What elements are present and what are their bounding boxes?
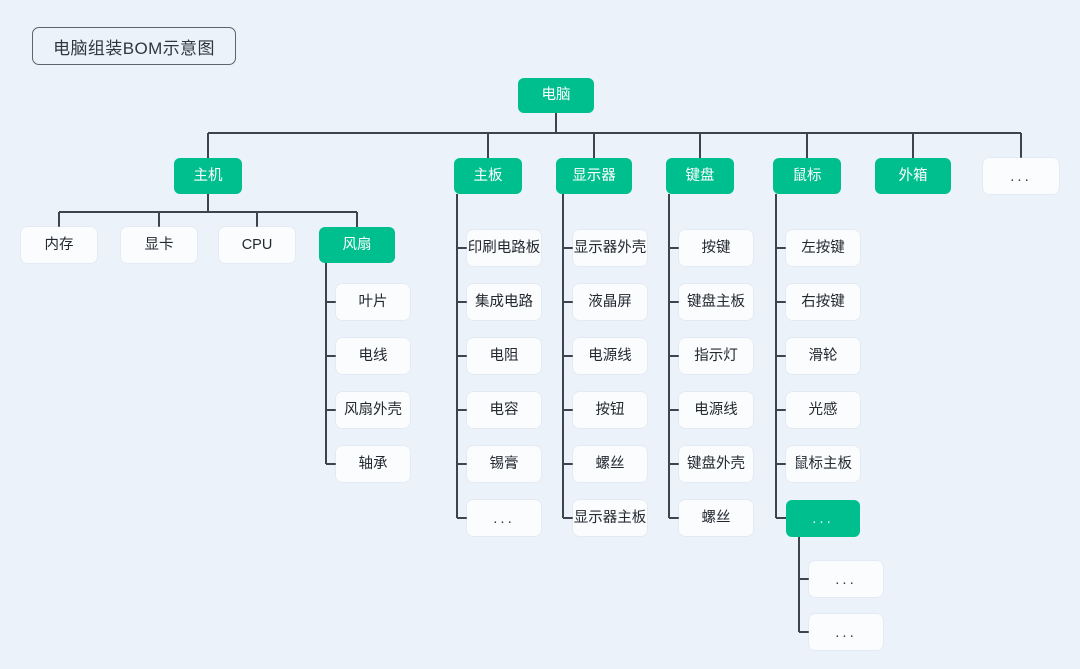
node-mouse-left-button[interactable]: 左按键 [786, 230, 860, 266]
node-host[interactable]: 主机 [174, 158, 242, 194]
node-keyboard[interactable]: 键盘 [666, 158, 734, 194]
node-keyboard-board[interactable]: 键盘主板 [679, 284, 753, 320]
node-mouse-more-child-2[interactable]: ... [809, 614, 883, 650]
node-monitor-screw[interactable]: 螺丝 [573, 446, 647, 482]
node-mainboard-resistor[interactable]: 电阻 [467, 338, 541, 374]
node-monitor[interactable]: 显示器 [556, 158, 632, 194]
node-mainboard-capacitor[interactable]: 电容 [467, 392, 541, 428]
node-mouse-more-child-1[interactable]: ... [809, 561, 883, 597]
node-monitor-board[interactable]: 显示器主板 [573, 500, 647, 536]
node-mouse-right-button[interactable]: 右按键 [786, 284, 860, 320]
node-monitor-power-cable[interactable]: 电源线 [573, 338, 647, 374]
node-mainboard-pcb[interactable]: 印刷电路板 [467, 230, 541, 266]
node-mainboard[interactable]: 主板 [454, 158, 522, 194]
node-mouse-wheel[interactable]: 滑轮 [786, 338, 860, 374]
node-mouse-sensor[interactable]: 光感 [786, 392, 860, 428]
node-root-computer[interactable]: 电脑 [518, 78, 594, 113]
node-cpu[interactable]: CPU [219, 227, 295, 263]
node-fan-shell[interactable]: 风扇外壳 [336, 392, 410, 428]
node-fan-bearing[interactable]: 轴承 [336, 446, 410, 482]
node-memory[interactable]: 内存 [21, 227, 97, 263]
node-keyboard-keys[interactable]: 按键 [679, 230, 753, 266]
node-monitor-lcd[interactable]: 液晶屏 [573, 284, 647, 320]
node-level1-more[interactable]: ... [983, 158, 1059, 194]
node-mainboard-more[interactable]: ... [467, 500, 541, 536]
node-fan[interactable]: 风扇 [319, 227, 395, 263]
node-mouse-board[interactable]: 鼠标主板 [786, 446, 860, 482]
node-mainboard-solder[interactable]: 锡膏 [467, 446, 541, 482]
node-keyboard-shell[interactable]: 键盘外壳 [679, 446, 753, 482]
node-keyboard-power-cable[interactable]: 电源线 [679, 392, 753, 428]
node-monitor-button[interactable]: 按钮 [573, 392, 647, 428]
node-keyboard-screw[interactable]: 螺丝 [679, 500, 753, 536]
page-title: 电脑组装BOM示意图 [32, 27, 236, 65]
node-mainboard-ic[interactable]: 集成电路 [467, 284, 541, 320]
node-mouse[interactable]: 鼠标 [773, 158, 841, 194]
node-keyboard-indicator[interactable]: 指示灯 [679, 338, 753, 374]
node-gpu[interactable]: 显卡 [121, 227, 197, 263]
node-fan-wire[interactable]: 电线 [336, 338, 410, 374]
node-case[interactable]: 外箱 [875, 158, 951, 194]
node-monitor-shell[interactable]: 显示器外壳 [573, 230, 647, 266]
node-fan-blade[interactable]: 叶片 [336, 284, 410, 320]
node-mouse-more[interactable]: ... [786, 500, 860, 537]
